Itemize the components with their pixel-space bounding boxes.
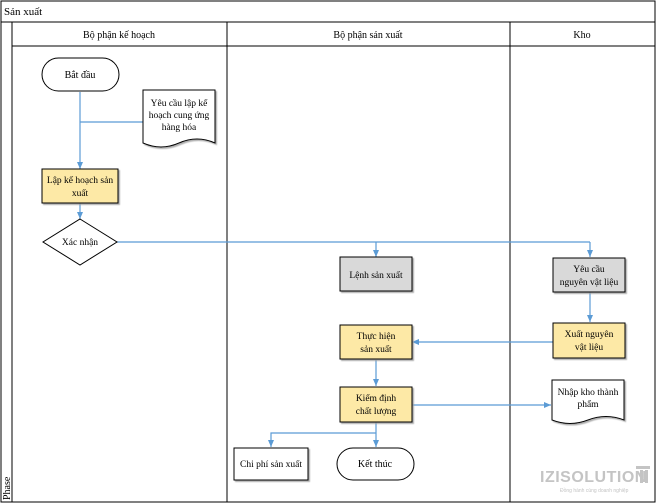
execute-production-task: Thực hiện sản xuất — [339, 324, 413, 360]
production-cost-label: Chi phí sản xuất — [240, 459, 302, 470]
material-request-line-2: nguyên vật liệu — [560, 278, 619, 288]
execute-line-2: sản xuất — [360, 344, 392, 355]
confirm-decision: Xác nhận — [42, 218, 118, 266]
request-doc-line-2: hoạch cung ứng — [149, 111, 210, 121]
warehouse-in-line-2: phẩm — [577, 399, 599, 410]
make-plan-line-1: Lập kế hoạch sản — [47, 175, 113, 186]
execute-line-1: Thực hiện — [357, 332, 396, 342]
production-order-task: Lệnh sản xuất — [339, 256, 413, 292]
lane-title-store: Kho — [573, 30, 590, 41]
connector-check-cost — [268, 432, 376, 447]
quality-check-task: Kiểm định chất lượng — [339, 386, 413, 423]
production-cost-task: Chi phí sản xuất — [233, 447, 309, 481]
watermark-brand-name: IZISOLUTION — [540, 469, 647, 486]
start-label: Bắt đầu — [65, 70, 96, 81]
make-plan-task: Lập kế hoạch sản xuất — [41, 168, 119, 204]
warehouse-in-line-1: Nhập kho thành — [558, 388, 619, 398]
issue-material-line-1: Xuất nguyên — [565, 329, 614, 340]
izisolution-logo-icon — [636, 466, 650, 483]
phase-label: Phase — [2, 476, 13, 500]
watermark-tagline: Đồng hành cùng doanh nghiệp — [560, 488, 629, 494]
start-node: Bắt đầu — [41, 57, 120, 92]
quality-check-line-1: Kiểm định — [356, 393, 397, 404]
connectors — [77, 92, 593, 447]
request-document-node: Yêu cầu lập kế hoạch cung ứng hàng hóa — [142, 89, 216, 148]
issue-material-task: Xuất nguyên vật liệu — [552, 322, 626, 359]
material-request-line-1: Yêu cầu — [573, 264, 605, 275]
end-label: Kết thúc — [358, 459, 393, 470]
confirm-label: Xác nhận — [62, 238, 98, 248]
request-doc-line-1: Yêu cầu lập kế — [151, 98, 208, 109]
material-request-task: Yêu cầu nguyên vật liệu — [552, 257, 626, 293]
request-doc-line-3: hàng hóa — [162, 123, 197, 133]
lane-title-prod: Bộ phận sản xuất — [333, 30, 402, 41]
end-node: Kết thúc — [336, 447, 415, 481]
pool-title: Sản xuất — [4, 6, 42, 18]
make-plan-line-2: xuất — [72, 188, 89, 199]
lane-title-plan: Bộ phận kế hoạch — [83, 30, 155, 41]
production-order-label: Lệnh sản xuất — [349, 270, 403, 281]
issue-material-line-2: vật liệu — [575, 343, 603, 353]
quality-check-line-2: chất lượng — [356, 406, 397, 417]
warehouse-in-document: Nhập kho thành phẩm — [551, 379, 625, 424]
